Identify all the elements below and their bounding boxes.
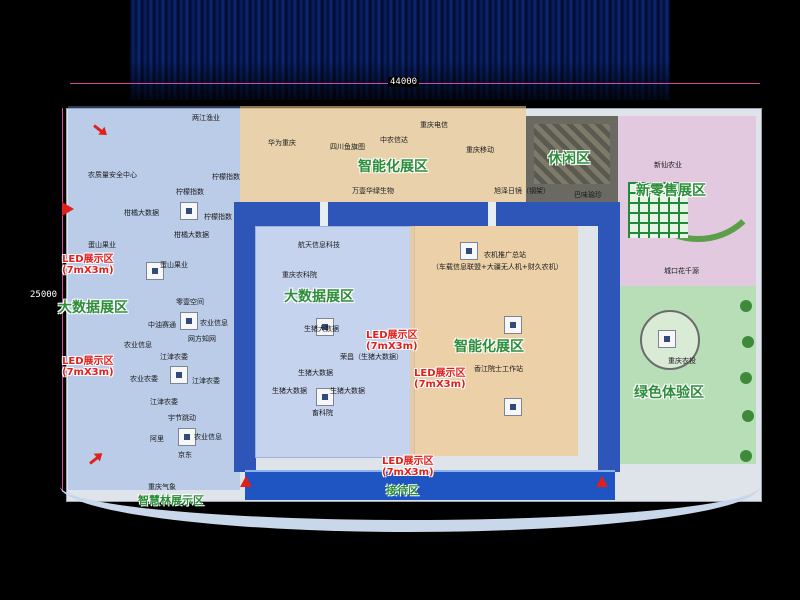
booth-label: 重庆农投 — [668, 357, 696, 365]
booth-label: 万壹华绿生物 — [352, 187, 394, 195]
zone-title-big-data-left: 大数据展区 — [58, 300, 128, 316]
booth-label: 柑橘大数据 — [174, 231, 209, 239]
booth-label: 重庆气象 — [148, 483, 176, 491]
new-retail-arc — [632, 120, 764, 242]
width-dimension-label: 44000 — [388, 77, 420, 87]
booth-label: 生猪大数据 — [304, 325, 339, 333]
booth-label: 荣昌（生猪大数据） — [340, 353, 403, 361]
booth-marker — [180, 312, 198, 330]
booth-label: 零壹空间 — [176, 298, 204, 306]
booth-label: 京东 — [178, 451, 192, 459]
entrance-arrow-icon — [62, 202, 74, 216]
booth-marker — [180, 202, 198, 220]
entrance-arrow-icon — [240, 476, 252, 487]
booth-label: 宇节跳动 — [168, 414, 196, 422]
tree-icon — [740, 372, 752, 384]
booth-label: 农业信息 — [124, 341, 152, 349]
zone-big-data-center — [255, 226, 415, 458]
booth-label: 柠檬指数 — [176, 188, 204, 196]
booth-label: 两江渔业 — [192, 114, 220, 122]
booth-label: 阿里 — [150, 435, 164, 443]
zone-smart-center — [410, 226, 578, 456]
booth-label: 旭泽日镜（钢架） — [494, 187, 550, 195]
booth-label: 香江院士工作站 — [474, 365, 523, 373]
walkway-gap-2 — [488, 202, 496, 226]
booth-label: 中农信达 — [380, 136, 408, 144]
zone-title-smart-center: 智能化展区 — [454, 339, 524, 355]
booth-label: 中油赛通 — [148, 321, 176, 329]
zone-title-smart-forest: 智慧林展示区 — [138, 494, 204, 507]
zone-green-experience — [618, 286, 756, 464]
booth-marker — [146, 262, 164, 280]
walkway-left — [234, 202, 256, 472]
booth-label: 重庆农科院 — [282, 271, 317, 279]
zone-big-data-left — [68, 106, 240, 490]
new-retail-grid — [628, 182, 688, 238]
led-left-top: LED展示区(7mX3m) — [62, 254, 114, 276]
zone-title-new-retail: 新零售展区 — [636, 183, 706, 199]
booth-label: 重庆移动 — [466, 146, 494, 154]
zone-title-smart-top: 智能化展区 — [358, 159, 428, 175]
zone-smart-top — [240, 106, 526, 204]
zone-title-green-experience: 绿色体验区 — [634, 385, 704, 401]
booth-marker — [316, 388, 334, 406]
booth-marker — [504, 398, 522, 416]
booth-label: 生猪大数据 — [330, 387, 365, 395]
booth-label: 江津农委 — [160, 353, 188, 361]
led-center-a: LED展示区(7mX3m) — [366, 330, 418, 352]
booth-label: 农质量安全中心 — [88, 171, 137, 179]
booth-label: （车载信息联盟+大疆无人机+财久农机） — [432, 263, 563, 271]
booth-label: 生猪大数据 — [298, 369, 333, 377]
zone-title-press: 接待区 — [386, 484, 419, 497]
booth-label: 航天信息科技 — [298, 241, 340, 249]
booth-label: 新仙农业 — [654, 161, 682, 169]
entrance-gate — [245, 470, 615, 500]
booth-label: 畜科院 — [312, 409, 333, 417]
booth-label: 柠檬指数 — [204, 213, 232, 221]
zone-title-big-data-center: 大数据展区 — [284, 289, 354, 305]
booth-label: 网方知网 — [188, 335, 216, 343]
booth-label: 农业信息 — [194, 433, 222, 441]
booth-label: 蛋山果业 — [160, 261, 188, 269]
booth-label: 华为重庆 — [268, 139, 296, 147]
booth-label: 重庆电信 — [420, 121, 448, 129]
led-center-b: LED展示区(7mX3m) — [414, 368, 466, 390]
walkway-top — [234, 202, 618, 226]
booth-label: 江津农委 — [150, 398, 178, 406]
tree-icon — [742, 410, 754, 422]
booth-label: 江津农委 — [192, 377, 220, 385]
walkway-gap-1 — [320, 202, 328, 226]
booth-label: 蛋山果业 — [88, 241, 116, 249]
tree-icon — [742, 336, 754, 348]
booth-label: 巴味瑜珍 — [574, 191, 602, 199]
led-bottom: LED展示区(7mX3m) — [382, 456, 434, 478]
zone-title-leisure: 休闲区 — [548, 151, 590, 167]
booth-marker — [460, 242, 478, 260]
entrance-arrow-icon — [596, 476, 608, 487]
booth-label: 四川鱼旗图 — [330, 143, 365, 151]
booth-marker — [504, 316, 522, 334]
booth-label: 生猪大数据 — [272, 387, 307, 395]
booth-label: 城口花千源 — [664, 267, 699, 275]
booth-label: 农业信息 — [200, 319, 228, 327]
booth-label: 柑橘大数据 — [124, 209, 159, 217]
booth-label: 农机推广总站 — [484, 251, 526, 259]
booth-label: 柠檬指数 — [212, 173, 240, 181]
booth-marker — [316, 318, 334, 336]
tree-icon — [740, 300, 752, 312]
height-dimension-label: 25000 — [30, 290, 58, 300]
walkway-right — [598, 202, 620, 472]
height-dimension-line — [62, 108, 63, 492]
booth-marker — [178, 428, 196, 446]
booth-marker — [658, 330, 676, 348]
booth-label: 农业农委 — [130, 375, 158, 383]
led-left-bottom: LED展示区(7mX3m) — [62, 356, 114, 378]
zone-leisure — [526, 116, 618, 204]
booth-marker — [170, 366, 188, 384]
